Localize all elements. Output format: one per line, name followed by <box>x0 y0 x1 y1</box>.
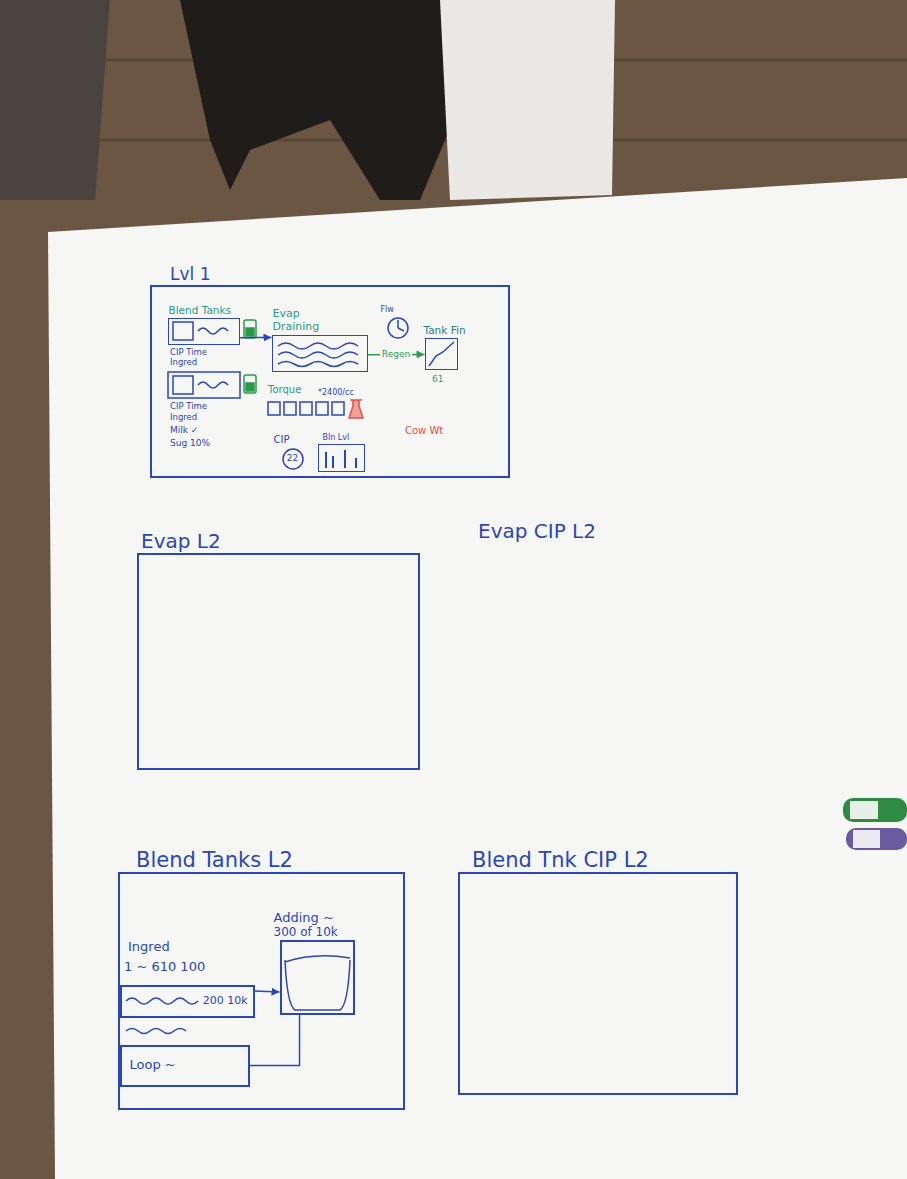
heading-block: Tank Fin <box>424 324 466 336</box>
dashboard-panel: Lvl 1Blend TanksEvap DrainingFlwTank Fin… <box>150 285 510 478</box>
trend-wave <box>198 382 228 388</box>
tank-box: Blend Tanks <box>168 318 240 345</box>
loop-box: Loop ~ <box>120 1045 250 1087</box>
heading-text: Blend Tanks L2 <box>136 848 293 872</box>
edge-label: Regen <box>380 350 412 360</box>
heading-text: Adding ~ <box>274 911 338 926</box>
chair-base <box>180 0 470 200</box>
chart-box: Tank Fin <box>425 338 458 370</box>
box-body: Loop ~ <box>122 1047 248 1085</box>
circle-outline <box>388 318 408 338</box>
tank-icon-fill <box>246 383 254 391</box>
field-label: Sug 10% <box>170 438 210 448</box>
field-label: CIP Time <box>170 402 207 412</box>
heading-block: Bln Lvl <box>323 433 350 442</box>
flask-icon <box>349 400 363 418</box>
field-label: Ingred <box>128 940 170 955</box>
bracket-line <box>250 1015 300 1066</box>
value-label: *2400/cc <box>318 388 354 397</box>
heading-text: Flw <box>381 305 394 314</box>
marker-pen <box>846 828 907 850</box>
circle-outline <box>387 317 409 339</box>
torque-square <box>316 402 328 415</box>
trend-wave <box>278 362 358 367</box>
heading-block: Evap Draining <box>273 308 335 333</box>
field-label: Ingred <box>170 413 197 423</box>
box-text: Loop ~ <box>130 1058 176 1073</box>
trend-wave <box>278 352 358 358</box>
tank-box <box>168 372 240 398</box>
ingredient-bar: 200 10k <box>120 985 255 1018</box>
count-circle: CIP22 <box>282 448 304 470</box>
torque-square <box>268 402 280 415</box>
flow-arrow <box>255 990 280 992</box>
heading-text: Blend Tnk CIP L2 <box>472 848 649 872</box>
torque-square <box>332 402 344 415</box>
heading-block: Lvl 1 <box>170 265 210 285</box>
heading-text: CIP <box>274 434 290 446</box>
trend-wave <box>126 1029 186 1034</box>
screen-frame: Evap L2 <box>137 553 420 770</box>
field-label: Ingred <box>170 358 197 368</box>
trash-can <box>0 0 110 200</box>
torque-square <box>284 402 296 415</box>
gauge-needle <box>398 320 404 331</box>
trend-wave <box>198 328 228 334</box>
tank-icon-fill <box>246 328 254 336</box>
marker-pen <box>843 798 907 822</box>
field-label: CIP Time <box>170 348 207 358</box>
heading-text: Blend Tanks <box>169 304 232 316</box>
screen-title: Evap CIP L2 <box>478 520 596 543</box>
screen-frame: Blend Tanks L2Adding ~300 of 10k200 10kL… <box>118 872 405 1110</box>
flow-arrow <box>240 337 272 339</box>
level-bars <box>326 450 356 468</box>
heading-block: CIP <box>274 434 290 446</box>
heading-text: Evap Draining <box>273 308 335 333</box>
heading-block: Blend Tanks <box>169 304 232 316</box>
tank-icon <box>244 320 256 338</box>
trend-wave <box>278 343 358 349</box>
box-body: 200 10k <box>122 987 253 1016</box>
section-label: Torque <box>268 384 301 396</box>
value-label: 61 <box>432 374 443 384</box>
heading-text: Bln Lvl <box>323 433 350 442</box>
screen-frame: Blend Tnk CIP L2 <box>458 872 738 1095</box>
torque-square <box>300 402 312 415</box>
whiteboard <box>48 178 907 1179</box>
tank-curve <box>285 956 350 1010</box>
trend-line <box>429 342 454 366</box>
value-label: 1 ~ 610 100 <box>124 960 205 975</box>
box-text: 200 10k <box>203 995 248 1008</box>
trend-wave <box>126 998 198 1004</box>
circle-outline <box>283 449 303 469</box>
tank-chart-box: Adding ~300 of 10k <box>280 940 355 1015</box>
heading-block: Evap L2 <box>141 530 221 553</box>
heading-text: Lvl 1 <box>170 265 210 285</box>
heading-text: Tank Fin <box>424 324 466 336</box>
heading-text: 300 of 10k <box>274 926 338 940</box>
tank-icon <box>244 375 256 393</box>
chart-box: Bln Lvl <box>318 444 365 472</box>
tank-icons <box>244 320 256 393</box>
heading-block: Blend Tanks L2 <box>136 848 293 872</box>
trend-box: Evap Draining <box>272 335 368 372</box>
heading-block: Blend Tnk CIP L2 <box>472 848 649 872</box>
heading-block: Flw <box>381 305 394 314</box>
section-label: Cow Wt <box>405 425 443 437</box>
marker-label <box>850 801 878 819</box>
tank-thumbnail <box>173 376 193 394</box>
heading-block: Adding ~300 of 10k <box>274 911 338 940</box>
heading-text: Evap L2 <box>141 530 221 553</box>
field-label: Milk ✓ <box>170 425 198 435</box>
gauge-circle: Flw <box>387 317 409 339</box>
box-text: 22 <box>287 453 298 463</box>
box-body: 22 <box>282 448 304 470</box>
marker-label <box>853 830 880 848</box>
tank-thumbnail <box>173 322 193 340</box>
white-coat <box>440 0 615 200</box>
